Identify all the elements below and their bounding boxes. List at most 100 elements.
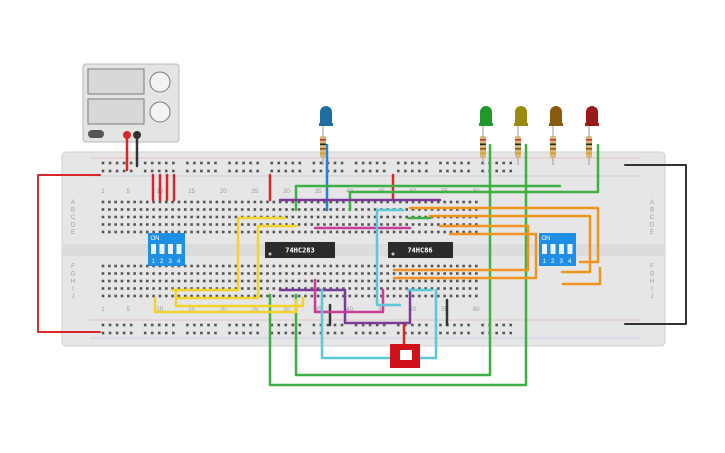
breadboard-hole[interactable] bbox=[127, 264, 130, 268]
breadboard-hole[interactable] bbox=[177, 230, 181, 234]
breadboard-hole[interactable] bbox=[304, 287, 307, 290]
breadboard-hole[interactable] bbox=[396, 323, 400, 327]
led[interactable] bbox=[515, 106, 527, 124]
breadboard-hole[interactable] bbox=[139, 279, 143, 283]
breadboard-hole[interactable] bbox=[196, 294, 200, 298]
breadboard-hole[interactable] bbox=[467, 331, 470, 335]
breadboard-hole[interactable] bbox=[145, 223, 149, 226]
breadboard-hole[interactable] bbox=[235, 331, 238, 335]
breadboard-hole[interactable] bbox=[291, 208, 295, 211]
breadboard-hole[interactable] bbox=[348, 264, 352, 268]
breadboard-hole[interactable] bbox=[418, 208, 421, 211]
breadboard-hole[interactable] bbox=[443, 208, 446, 211]
breadboard-hole[interactable] bbox=[462, 230, 465, 234]
breadboard-hole[interactable] bbox=[215, 230, 219, 234]
breadboard-hole[interactable] bbox=[259, 287, 263, 290]
breadboard-hole[interactable] bbox=[456, 272, 459, 275]
breadboard-hole[interactable] bbox=[439, 161, 442, 165]
breadboard-hole[interactable] bbox=[304, 215, 307, 219]
breadboard-hole[interactable] bbox=[361, 223, 364, 226]
breadboard-hole[interactable] bbox=[150, 323, 154, 327]
breadboard-hole[interactable] bbox=[278, 287, 282, 290]
breadboard-hole[interactable] bbox=[430, 208, 434, 211]
breadboard-hole[interactable] bbox=[186, 323, 189, 327]
breadboard-hole[interactable] bbox=[304, 272, 307, 275]
breadboard-hole[interactable] bbox=[424, 264, 427, 268]
breadboard-hole[interactable] bbox=[284, 161, 288, 165]
breadboard-hole[interactable] bbox=[380, 215, 383, 219]
breadboard-hole[interactable] bbox=[481, 323, 484, 327]
breadboard-hole[interactable] bbox=[316, 287, 320, 290]
breadboard-hole[interactable] bbox=[474, 272, 478, 275]
breadboard-hole[interactable] bbox=[234, 208, 238, 211]
breadboard-hole[interactable] bbox=[403, 331, 407, 335]
breadboard-hole[interactable] bbox=[373, 223, 377, 226]
breadboard-hole[interactable] bbox=[462, 294, 465, 298]
breadboard-hole[interactable] bbox=[183, 287, 187, 290]
breadboard-hole[interactable] bbox=[108, 279, 111, 283]
breadboard-hole[interactable] bbox=[380, 272, 383, 275]
breadboard-hole[interactable] bbox=[101, 169, 105, 173]
breadboard-hole[interactable] bbox=[403, 323, 407, 327]
breadboard-hole[interactable] bbox=[310, 200, 314, 204]
breadboard-hole[interactable] bbox=[403, 161, 407, 165]
breadboard-hole[interactable] bbox=[468, 230, 472, 234]
led[interactable] bbox=[480, 106, 492, 124]
breadboard-hole[interactable] bbox=[183, 294, 187, 298]
breadboard-hole[interactable] bbox=[196, 208, 200, 211]
breadboard-hole[interactable] bbox=[411, 287, 415, 290]
breadboard-hole[interactable] bbox=[386, 279, 390, 283]
breadboard-hole[interactable] bbox=[348, 223, 352, 226]
breadboard-hole[interactable] bbox=[329, 264, 333, 268]
breadboard-hole[interactable] bbox=[235, 161, 238, 165]
current-knob[interactable] bbox=[149, 101, 171, 123]
breadboard-hole[interactable] bbox=[335, 287, 339, 290]
breadboard-hole[interactable] bbox=[329, 294, 333, 298]
breadboard-hole[interactable] bbox=[133, 215, 136, 219]
breadboard-hole[interactable] bbox=[439, 323, 442, 327]
breadboard-hole[interactable] bbox=[158, 200, 162, 204]
breadboard-hole[interactable] bbox=[278, 294, 282, 298]
breadboard-hole[interactable] bbox=[228, 294, 231, 298]
breadboard-hole[interactable] bbox=[266, 223, 269, 226]
breadboard-hole[interactable] bbox=[403, 169, 407, 173]
breadboard-hole[interactable] bbox=[193, 323, 196, 327]
breadboard-hole[interactable] bbox=[221, 264, 225, 268]
breadboard-hole[interactable] bbox=[291, 200, 295, 204]
breadboard-hole[interactable] bbox=[253, 223, 257, 226]
breadboard-hole[interactable] bbox=[354, 169, 358, 173]
breadboard-hole[interactable] bbox=[108, 200, 111, 204]
breadboard-hole[interactable] bbox=[342, 223, 345, 226]
breadboard-hole[interactable] bbox=[418, 331, 421, 335]
breadboard-hole[interactable] bbox=[108, 230, 111, 234]
breadboard-hole[interactable] bbox=[354, 215, 358, 219]
breadboard-hole[interactable] bbox=[449, 294, 453, 298]
breadboard-hole[interactable] bbox=[474, 230, 478, 234]
breadboard-hole[interactable] bbox=[481, 169, 484, 173]
breadboard-hole[interactable] bbox=[342, 230, 345, 234]
breadboard-hole[interactable] bbox=[439, 169, 442, 173]
breadboard-hole[interactable] bbox=[502, 323, 506, 327]
breadboard-hole[interactable] bbox=[207, 323, 210, 327]
breadboard-hole[interactable] bbox=[392, 215, 396, 219]
breadboard-hole[interactable] bbox=[242, 169, 245, 173]
breadboard-hole[interactable] bbox=[310, 272, 314, 275]
breadboard-hole[interactable] bbox=[467, 161, 470, 165]
breadboard-hole[interactable] bbox=[272, 230, 276, 234]
breadboard-hole[interactable] bbox=[411, 323, 414, 327]
breadboard-hole[interactable] bbox=[418, 200, 421, 204]
breadboard-hole[interactable] bbox=[215, 279, 219, 283]
breadboard-hole[interactable] bbox=[196, 200, 200, 204]
breadboard-hole[interactable] bbox=[418, 230, 421, 234]
breadboard-hole[interactable] bbox=[183, 272, 187, 275]
breadboard-hole[interactable] bbox=[139, 215, 143, 219]
breadboard-hole[interactable] bbox=[323, 215, 326, 219]
breadboard-hole[interactable] bbox=[171, 272, 174, 275]
breadboard-hole[interactable] bbox=[190, 215, 193, 219]
breadboard-hole[interactable] bbox=[411, 208, 415, 211]
breadboard-hole[interactable] bbox=[333, 323, 337, 327]
breadboard-hole[interactable] bbox=[278, 208, 282, 211]
slide-switch[interactable] bbox=[390, 344, 420, 368]
breadboard-hole[interactable] bbox=[221, 215, 225, 219]
breadboard-hole[interactable] bbox=[152, 272, 155, 275]
